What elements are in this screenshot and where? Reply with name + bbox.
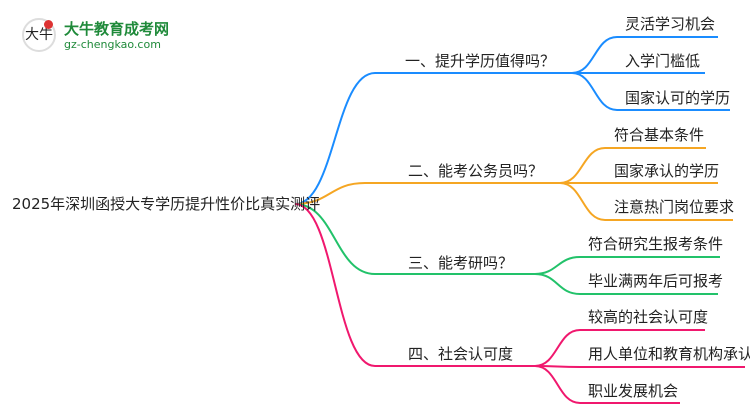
branch-4: 四、社会认可度 <box>408 345 514 363</box>
leaf: 职业发展机会 <box>588 382 679 400</box>
leaf: 灵活学习机会 <box>625 15 716 33</box>
logo: 大牛 大牛教育成考网 gz-chengkao.com <box>18 16 178 56</box>
leaf: 国家认可的学历 <box>625 89 731 107</box>
root-topic: 2025年深圳函授大专学历提升性价比真实测评 <box>12 195 321 213</box>
branch-3: 三、能考研吗？ <box>408 254 514 272</box>
branch-connector <box>294 203 535 275</box>
leaf: 符合基本条件 <box>614 126 705 144</box>
leaf-connector <box>534 256 720 275</box>
branch-connector <box>294 182 560 205</box>
leaf-connector <box>571 72 730 111</box>
leaf-connector <box>534 365 745 368</box>
branch-2: 二、能考公务员吗？ <box>408 162 544 180</box>
leaf: 符合研究生报考条件 <box>588 235 724 253</box>
leaf-connector <box>534 329 705 367</box>
leaf: 用人单位和教育机构承认 <box>588 345 750 363</box>
leaf-connector <box>559 147 706 184</box>
leaf: 较高的社会认可度 <box>588 308 709 326</box>
leaf: 国家承认的学历 <box>614 162 720 180</box>
leaf: 毕业满两年后可报考 <box>588 272 724 290</box>
leaf-connector <box>571 36 718 74</box>
branch-connector <box>294 72 572 205</box>
leaf-connector <box>559 182 733 221</box>
leaf: 入学门槛低 <box>625 52 701 70</box>
logo-mark: 大牛 <box>22 18 56 52</box>
leaf: 注意热门岗位要求 <box>614 198 735 216</box>
branch-1: 一、提升学历值得吗？ <box>405 52 556 70</box>
branch-connector <box>294 203 535 367</box>
logo-seal-icon <box>44 20 53 29</box>
logo-name: 大牛教育成考网 <box>64 20 170 38</box>
leaf-connector <box>534 273 718 295</box>
leaf-connector <box>534 365 680 404</box>
logo-url: gz-chengkao.com <box>64 38 161 51</box>
